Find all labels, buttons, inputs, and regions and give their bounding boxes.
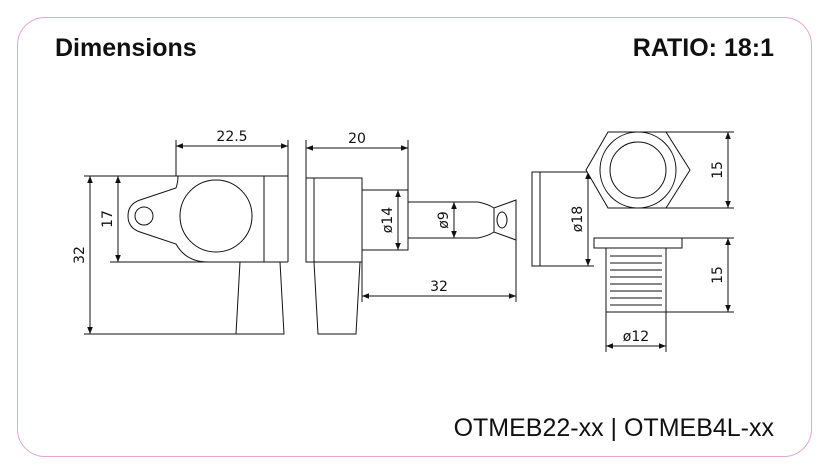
ratio-label: RATIO: 18:1 bbox=[632, 34, 774, 62]
dim-32-horizontal: 32 bbox=[430, 279, 448, 295]
hex-nut-view bbox=[585, 131, 734, 209]
bushing-view bbox=[593, 237, 734, 352]
dim-phi-18: ø18 bbox=[570, 206, 586, 232]
dim-15-top: 15 bbox=[710, 161, 726, 179]
model-numbers: OTMEB22-xx | OTMEB4L-xx bbox=[453, 414, 774, 442]
dim-20: 20 bbox=[348, 131, 366, 147]
side-view bbox=[305, 140, 517, 335]
dim-phi-14: ø14 bbox=[380, 207, 396, 233]
page-title: Dimensions bbox=[55, 34, 197, 62]
dim-phi-12: ø12 bbox=[623, 329, 649, 345]
dim-22-5: 22.5 bbox=[216, 129, 247, 145]
dim-15-bottom: 15 bbox=[710, 266, 726, 284]
washer-view bbox=[531, 171, 594, 267]
dim-17: 17 bbox=[100, 210, 116, 228]
border-frame bbox=[17, 17, 812, 457]
dim-phi-9: ø9 bbox=[436, 211, 452, 228]
dim-32-vertical: 32 bbox=[72, 246, 88, 264]
front-view bbox=[84, 140, 289, 335]
